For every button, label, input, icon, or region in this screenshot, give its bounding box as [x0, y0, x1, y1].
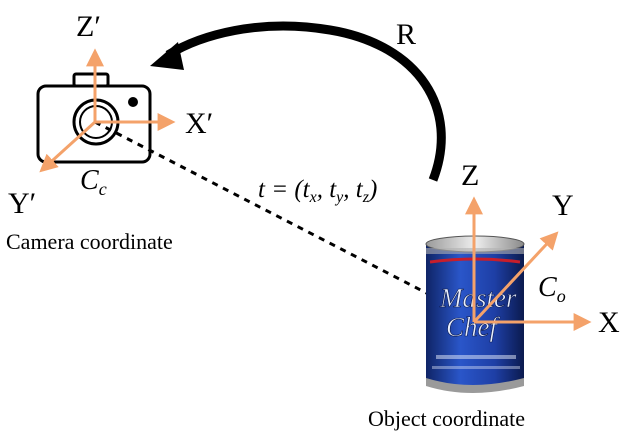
translation-prefix: t = (t — [258, 176, 311, 203]
rotation-label: R — [396, 18, 416, 51]
object-center-sub: o — [557, 286, 566, 306]
object-axes — [465, 196, 592, 331]
object-y-axis — [472, 231, 559, 324]
object-caption: Object coordinate — [368, 406, 525, 431]
camera-y-label: Y′ — [8, 187, 36, 220]
object-y-label: Y — [552, 189, 574, 222]
camera-center-label: Cc — [80, 165, 107, 199]
translation-label: t = (tx, ty, tz) — [258, 176, 377, 206]
translation-sep2: , t — [343, 176, 364, 203]
can-brand-line2: Chef — [446, 312, 500, 342]
translation-sub-z: z — [362, 189, 370, 206]
camera-caption: Camera coordinate — [6, 229, 173, 254]
camera-center-sub: c — [99, 179, 107, 199]
translation-sub-x: x — [309, 189, 317, 206]
rotation-arrow — [150, 21, 446, 182]
translation-line — [94, 120, 441, 302]
translation-sub-y: y — [334, 189, 344, 206]
object-center-main: C — [538, 272, 557, 303]
camera-y-axis — [39, 120, 97, 173]
camera-center-main: C — [80, 165, 99, 196]
camera-x-label: X′ — [185, 107, 213, 140]
object-center-label: Co — [538, 272, 566, 306]
camera-axes — [39, 48, 176, 173]
object-x-label: X — [598, 306, 620, 339]
camera-z-label: Z′ — [76, 10, 101, 43]
translation-suffix: ) — [367, 176, 377, 203]
object-z-label: Z — [461, 159, 479, 192]
translation-sep1: , t — [317, 176, 338, 203]
